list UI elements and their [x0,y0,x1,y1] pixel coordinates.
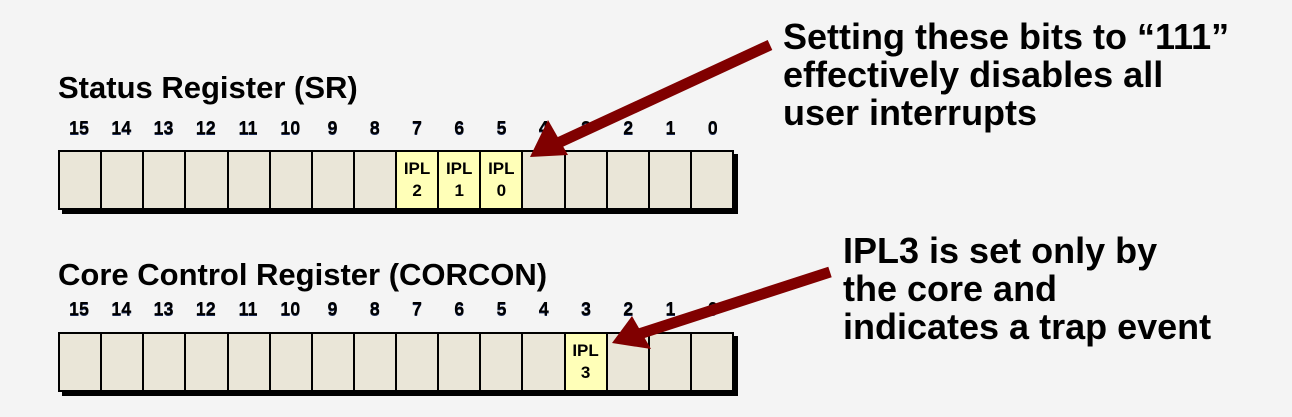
register-bit-cell [271,152,313,208]
register-bit-cell [313,334,355,390]
bit-number: 4 [538,299,549,319]
bit-number: 6 [454,118,465,138]
bit-field-name: IPL [445,159,473,178]
bit-number: 12 [195,118,216,138]
corcon-annotation-line: IPL3 is set only by [843,230,1158,271]
bit-number: 7 [411,118,422,138]
register-bit-cell [566,152,608,208]
bit-number: 8 [369,299,380,319]
register-bit-cell [186,334,229,390]
register-bit-cell [60,334,103,390]
sr-annotation-line: user interrupts [783,92,1038,133]
register-bit-cell [523,334,566,390]
bit-number: 10 [280,118,301,138]
register-bit-cell [229,152,271,208]
register-bit-cell [313,152,355,208]
bit-number: 14 [111,118,132,138]
bit-number: 13 [153,118,174,138]
register-bit-cell [650,334,692,390]
sr-annotation-line: effectively disables all [783,54,1164,95]
register-bit-cell [523,152,566,208]
bit-number: 2 [623,118,634,138]
bit-field-name: IPL [403,159,431,178]
register-bit-field: IPL 1 [439,152,482,208]
bit-number: 0 [707,299,718,319]
corcon-register: IPL 3 [58,332,734,392]
corcon-annotation-line: indicates a trap event [843,306,1212,347]
corcon-title: Core Control Register (CORCON) [58,257,548,292]
bit-number: 5 [496,118,507,138]
bit-field-index: 0 [496,181,507,200]
register-bit-cell [439,334,482,390]
register-bit-cell [102,152,145,208]
sr-annotation-line: Setting these bits to “111” [783,16,1230,57]
register-bit-cell [355,334,397,390]
register-bit-field: IPL 3 [565,334,608,390]
register-bit-cell [144,152,187,208]
bit-number: 10 [280,299,301,319]
bit-number: 3 [580,299,591,319]
register-bit-cell [481,334,524,390]
bit-field-name: IPL [488,159,515,178]
bit-number: 7 [411,299,422,319]
bit-number: 2 [623,299,634,319]
bit-number: 3 [580,118,591,138]
bit-number: 1 [665,118,676,138]
register-bit-field: IPL 0 [481,152,524,208]
bit-field-index: 2 [412,181,422,200]
bit-field-index: 1 [454,181,464,200]
bit-number: 15 [68,299,90,319]
bit-number: 15 [68,118,90,138]
register-bit-cell [186,152,229,208]
register-bit-cell [144,334,187,390]
register-bit-cell [271,334,313,390]
register-bit-cell [650,152,692,208]
bit-number: 11 [238,299,258,319]
bit-number: 14 [111,299,132,319]
register-bit-cell [692,152,732,208]
corcon-annotation: IPL3 is set only by the core and indicat… [843,232,1211,346]
bit-number: 12 [195,299,216,319]
bit-number: 5 [496,299,507,319]
register-bit-cell [692,334,732,390]
corcon-annotation-line: the core and [843,268,1058,309]
sr-register: IPL 2 IPL 1 IPL 0 [58,150,734,210]
register-bit-cell [60,152,103,208]
bit-number: 1 [665,299,676,319]
bit-field-index: 3 [580,363,591,382]
bit-number: 13 [153,299,174,319]
bit-number: 9 [327,118,338,138]
register-bit-field: IPL 2 [397,152,440,208]
register-bit-cell [229,334,271,390]
bit-number: 0 [707,118,718,138]
bit-field-name: IPL [572,341,599,360]
register-bit-cell [355,152,397,208]
sr-title: Status Register (SR) [58,70,358,105]
bit-number: 9 [327,299,338,319]
bit-number: 8 [369,118,380,138]
bit-number: 6 [454,299,465,319]
bit-number: 11 [238,118,258,138]
register-bit-cell [608,334,650,390]
bit-number: 4 [538,118,549,138]
register-bit-cell [608,152,650,208]
sr-annotation: Setting these bits to “111” effectively … [783,18,1229,132]
register-bit-cell [397,334,440,390]
register-bit-cell [102,334,145,390]
